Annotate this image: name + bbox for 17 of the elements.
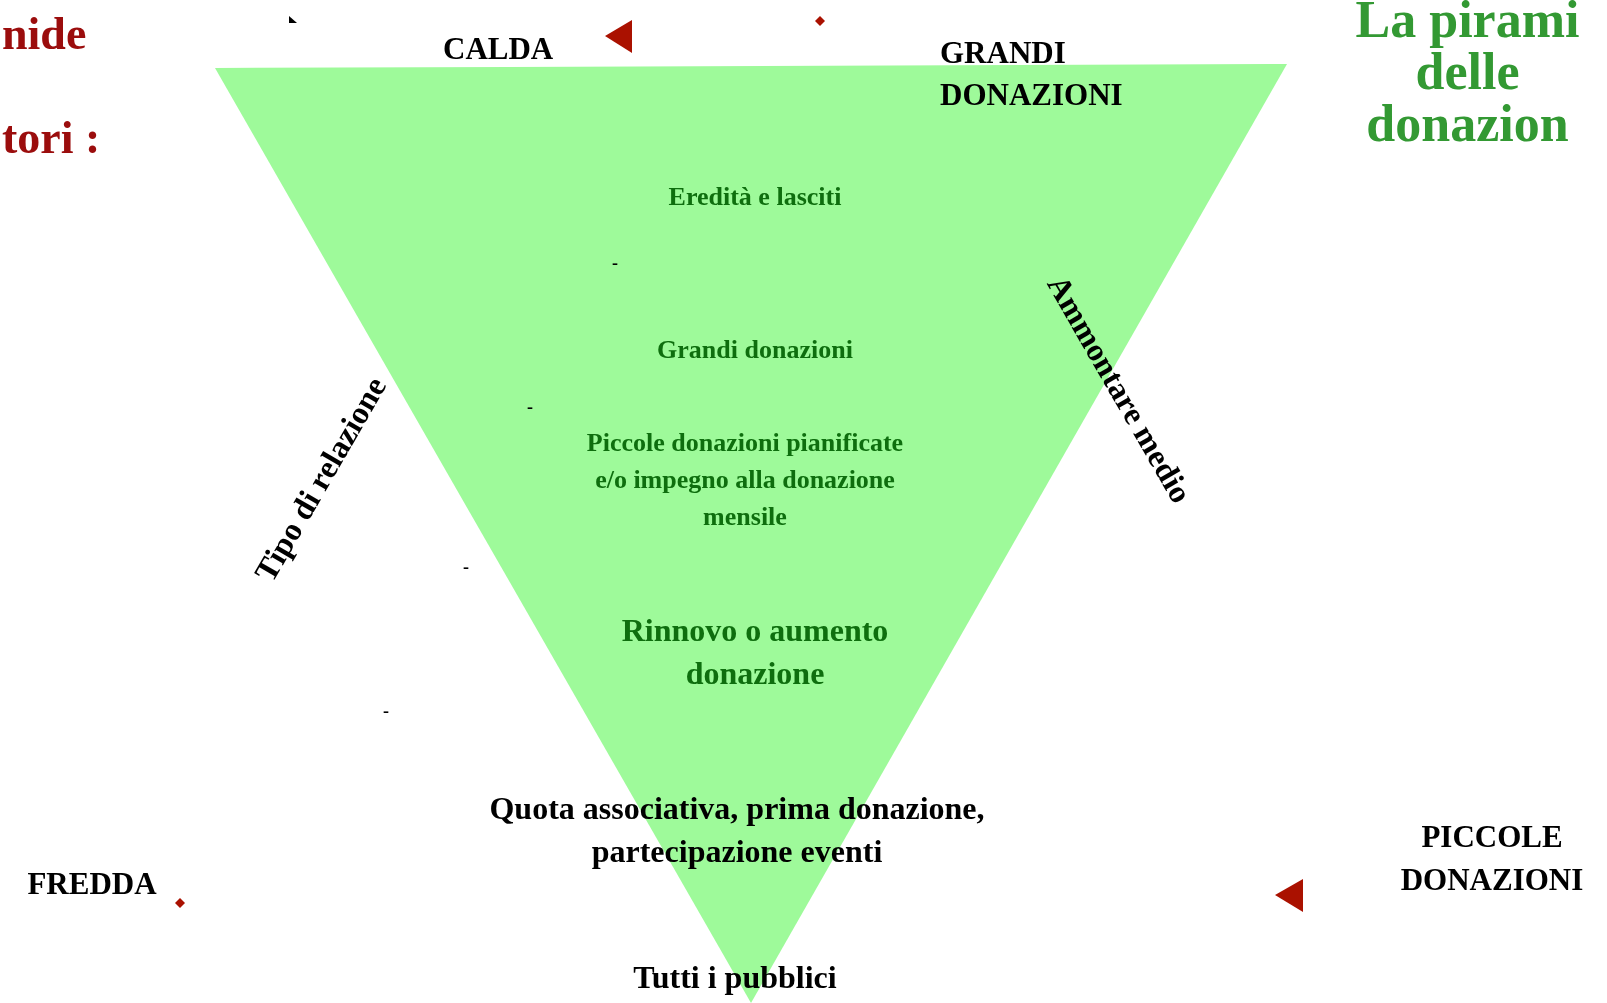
dash-mark: - (527, 396, 534, 418)
pyramid-level-text: Rinnovo o aumento donazione (620, 611, 890, 693)
dash-mark: - (383, 700, 390, 722)
level-text: Quota associativa, prima donazione, partecipazione eventi (488, 789, 986, 871)
pyramid-level-text: Grandi donazioni (656, 334, 854, 366)
dash-mark: - (612, 252, 619, 274)
axis-label: PICCOLE DONAZIONI (1399, 818, 1585, 899)
axis-label: GRANDI DONAZIONI (940, 34, 1124, 114)
heading-fragment: nide (2, 7, 88, 61)
heading-fragment: tori : (2, 111, 102, 165)
axis-label: FREDDA (26, 865, 158, 902)
base-label: Tutti i pubblici (632, 958, 838, 996)
pyramid-level-text: Piccole donazioni pianificate e/o impegno alla donazione mensile (585, 427, 905, 533)
pyramid-level-text: Eredità e lasciti (667, 181, 843, 213)
dash-mark: - (463, 556, 470, 578)
axis-label: CALDA (443, 30, 555, 67)
title: La pirami delle donazion (1354, 0, 1581, 150)
